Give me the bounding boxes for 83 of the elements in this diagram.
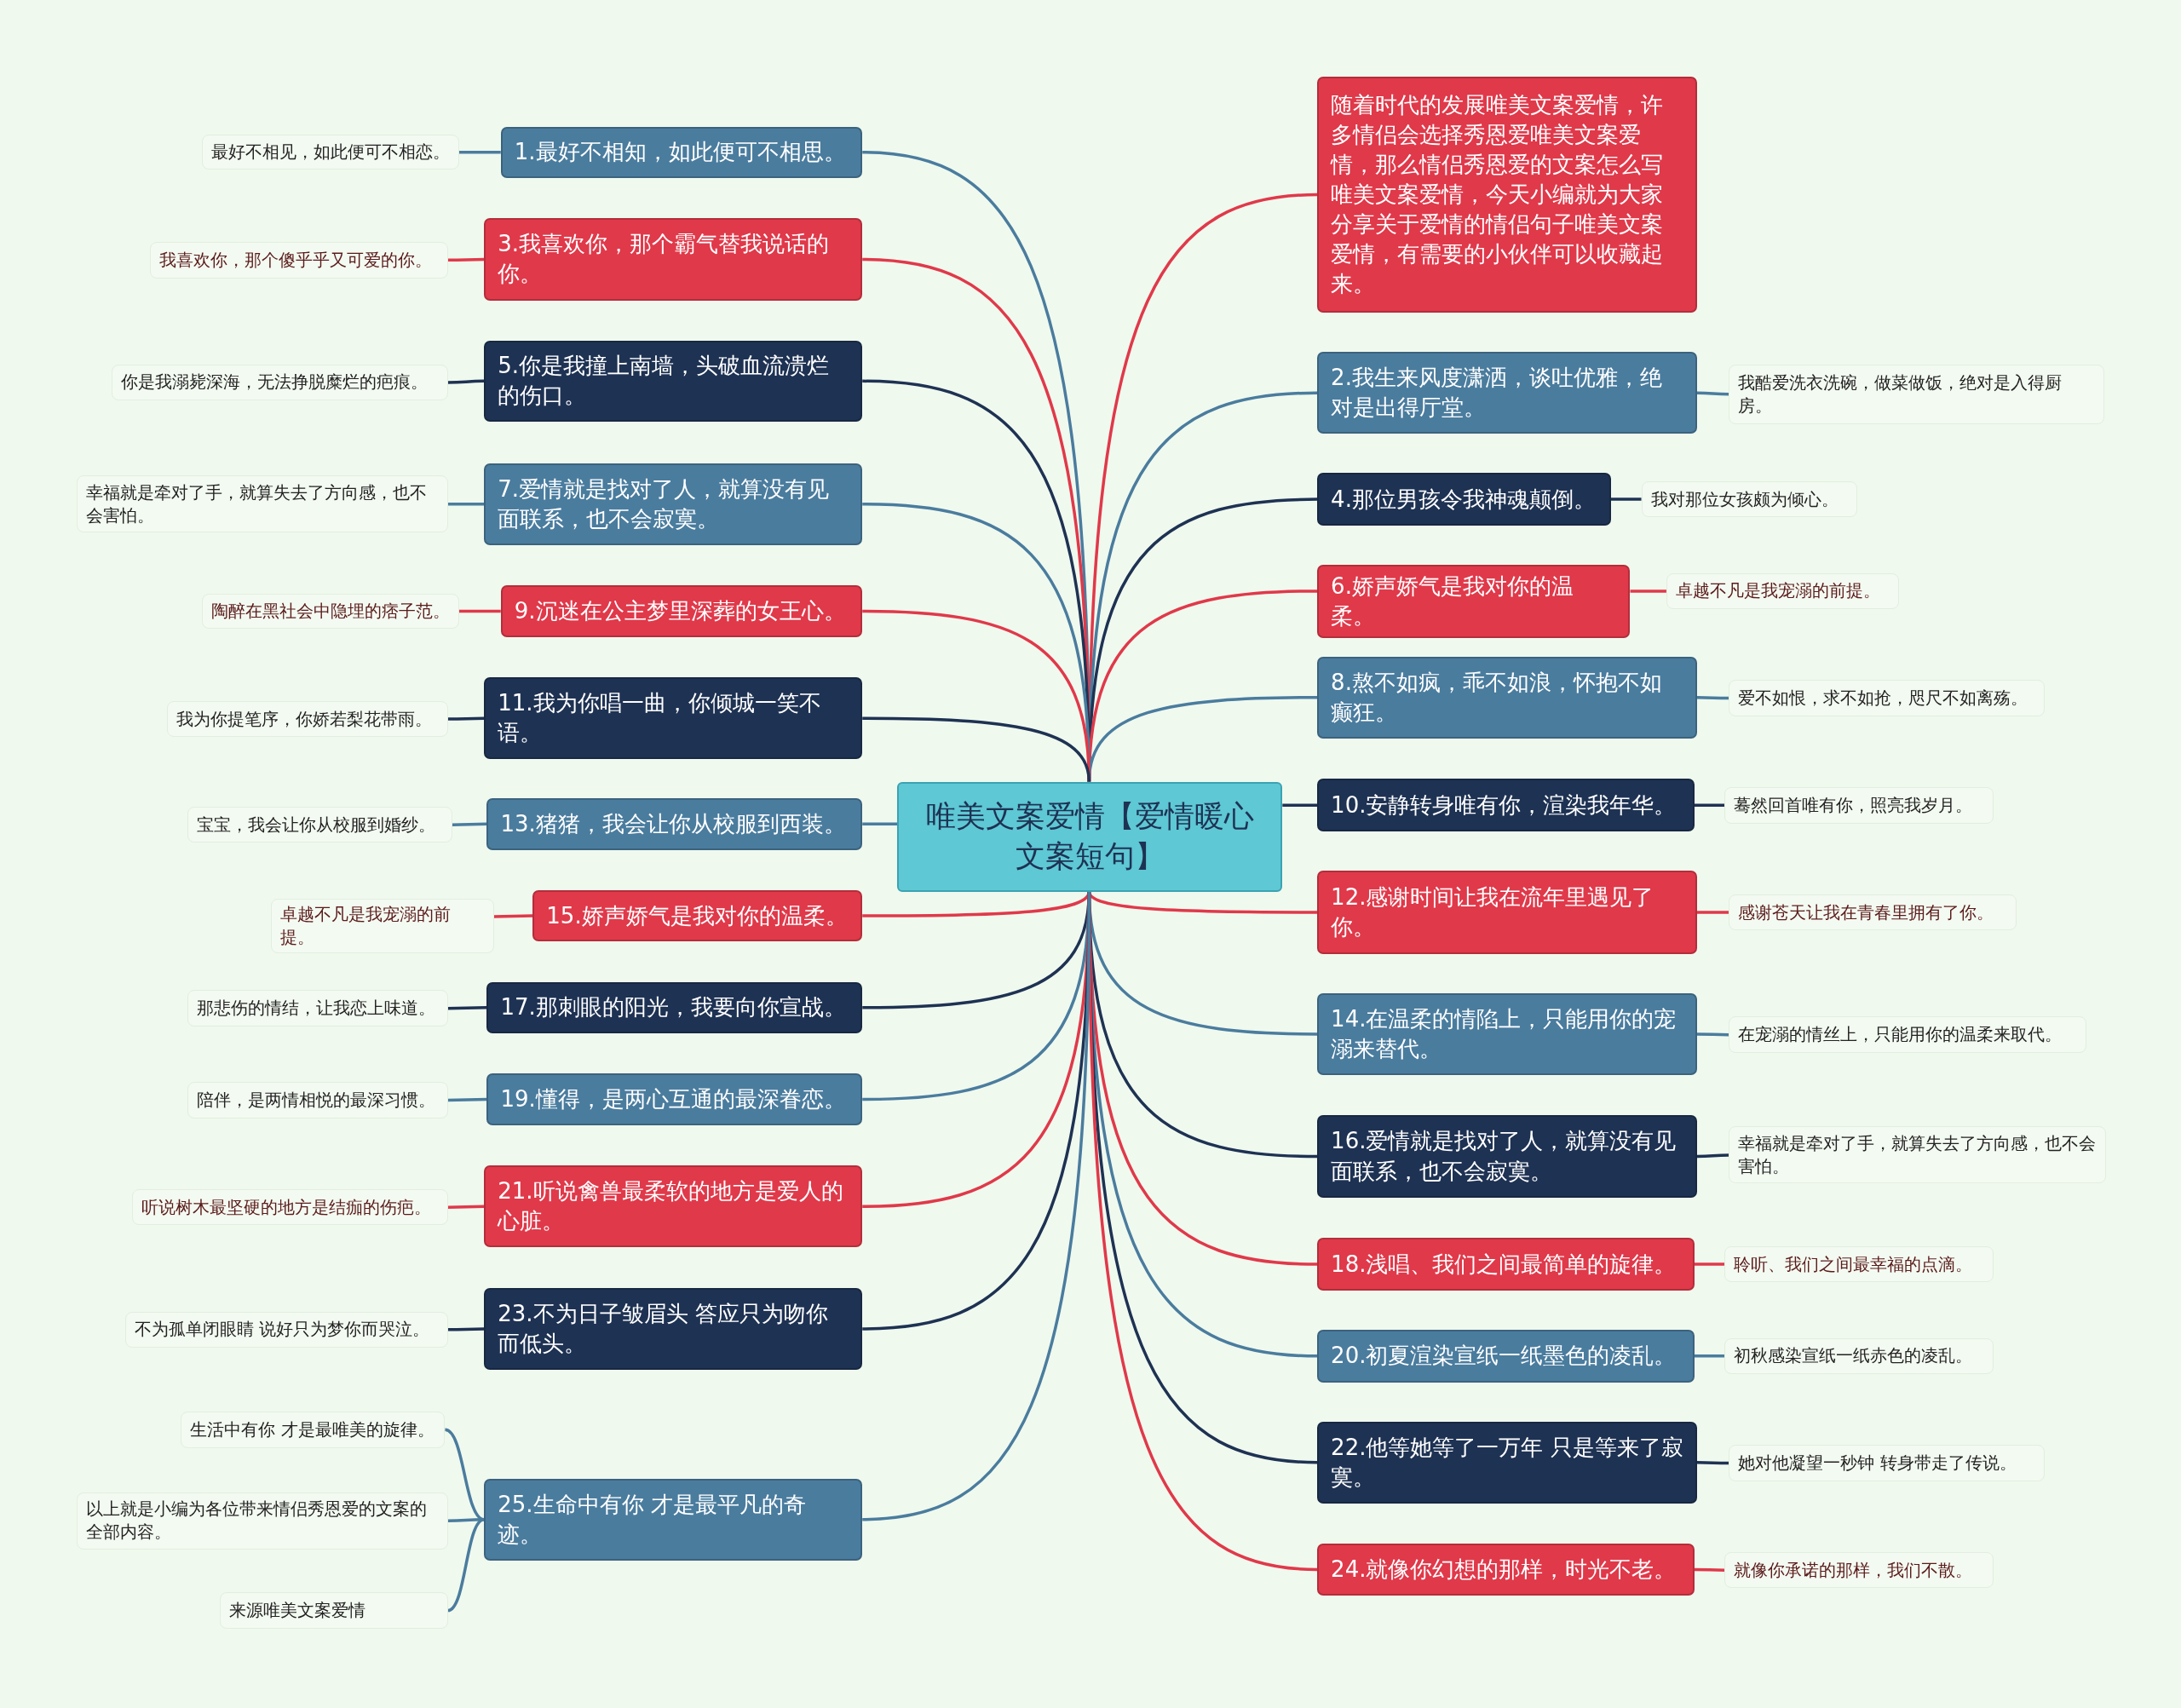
topic-box: 5.你是我撞上南墙，头破血流溃烂的伤口。 [484, 341, 863, 422]
note-box: 就像你承诺的那样，我们不散。 [1724, 1552, 1994, 1589]
note-box: 幸福就是牵对了手，就算失去了方向感，也不会害怕。 [76, 475, 448, 533]
connector [1694, 1567, 1725, 1572]
connector [447, 257, 485, 262]
topic-box: 1.最好不相知，如此便可不相思。 [500, 126, 863, 178]
connector [1696, 911, 1729, 914]
topic-box: 8.熬不如疯，乖不如浪，怀抱不如癫狂。 [1317, 656, 1697, 739]
topic-box: 11.我为你唱一曲，你倾城一笑不语。 [484, 677, 863, 760]
note-box: 陶醉在黑社会中隐埋的痞子范。 [201, 594, 459, 629]
topic-box: 2.我生来风度潇洒，谈吐优雅，绝对是出得厅堂。 [1317, 352, 1697, 434]
topic-box: 7.爱情就是找对了人，就算没有见面联系，也不会寂寞。 [484, 463, 863, 545]
note-box: 我喜欢你，那个傻乎乎又可爱的你。 [150, 242, 448, 279]
connector [1630, 589, 1666, 593]
topic-box: 21.听说禽兽最柔软的地方是爱人的心脏。 [484, 1165, 863, 1248]
note-box: 陪伴，是两情相悦的最深习惯。 [187, 1082, 448, 1119]
note-box: 以上就是小编为各位带来情侣秀恩爱的文案的全部内容。 [76, 1492, 448, 1550]
topic-box: 22.他等她等了一万年 只是等来了寂寞。 [1317, 1421, 1697, 1504]
topic-box: 6.娇声娇气是我对你的温柔。 [1317, 564, 1631, 639]
note-box: 生活中有你 才是最唯美的旋律。 [181, 1412, 446, 1448]
note-box: 初秋感染宣纸一纸赤色的凌乱。 [1724, 1337, 1994, 1375]
connector [1694, 1262, 1725, 1266]
note-box: 在宠溺的情丝上，只能用你的温柔来取代。 [1729, 1016, 2086, 1053]
connector [1694, 803, 1725, 808]
note-box: 我对那位女孩颇为倾心。 [1641, 480, 1857, 518]
topic-box: 24.就像你幻想的那样，时光不老。 [1317, 1544, 1695, 1596]
note-box: 那悲伤的情结，让我恋上味道。 [187, 990, 448, 1027]
connector [862, 716, 1091, 782]
topic-box: 10.安静转身唯有你，渲染我年华。 [1317, 779, 1695, 832]
connector [447, 379, 485, 384]
note-box: 你是我溺毙深海，无法挣脱糜烂的疤痕。 [111, 364, 448, 401]
note-box: 聆听、我们之间最幸福的点滴。 [1724, 1245, 1994, 1283]
connector [447, 1006, 487, 1010]
topic-box: 3.我喜欢你，那个霸气替我说话的你。 [484, 218, 863, 301]
connector [447, 716, 485, 721]
note-box: 卓越不凡是我宠溺的前提。 [1666, 572, 1899, 610]
connector [862, 822, 898, 826]
topic-box: 12.感谢时间让我在流年里遇见了你。 [1317, 871, 1697, 954]
topic-box: 18.浅唱、我们之间最简单的旋律。 [1317, 1238, 1695, 1291]
connector [458, 609, 501, 613]
connector [862, 891, 1091, 1521]
note-box: 听说树木最坚硬的地方是结痂的伤疤。 [132, 1188, 448, 1226]
note-box: 我酷爱洗衣洗碗，做菜做饭，绝对是入得厨房。 [1729, 364, 2105, 424]
note-box: 卓越不凡是我宠溺的前提。 [271, 898, 494, 953]
topic-box: 9.沉迷在公主梦里深葬的女王心。 [500, 585, 863, 637]
connector [458, 151, 501, 154]
note-box: 不为孤单闭眼睛 说好只为梦你而哭泣。 [124, 1311, 448, 1348]
connector [1610, 497, 1642, 501]
connector [447, 1327, 485, 1331]
connector [1696, 1153, 1729, 1159]
topic-box: 16.爱情就是找对了人，就算没有见面联系，也不会寂寞。 [1317, 1115, 1697, 1198]
topic-box: 20.初夏渲染宣纸一纸墨色的凌乱。 [1317, 1329, 1695, 1383]
topic-box: 19.懂得，是两心互通的最深眷恋。 [486, 1073, 863, 1125]
connector [447, 1205, 485, 1209]
topic-box: 13.猪猪，我会让你从校服到西装。 [486, 798, 863, 850]
note-box: 我为你提笔序，你娇若梨花带雨。 [166, 700, 448, 738]
topic-box: 14.在温柔的情陷上，只能用你的宠溺来替代。 [1317, 992, 1697, 1075]
note-box: 幸福就是牵对了手，就算失去了方向感，也不会害怕。 [1729, 1126, 2106, 1184]
topic-box: 4.那位男孩令我神魂颠倒。 [1317, 473, 1611, 526]
topic-box: 17.那刺眼的阳光，我要向你宣战。 [486, 981, 863, 1034]
note-box: 来源唯美文案爱情 [219, 1592, 448, 1629]
note-box: 爱不如恨，求不如抢，咫尺不如离殇。 [1729, 680, 2045, 716]
connector [447, 503, 485, 506]
note-box: 宝宝，我会让你从校服到婚纱。 [187, 806, 452, 843]
connector [1282, 803, 1318, 808]
intro-box: 随着时代的发展唯美文案爱情，许多情侣会选择秀恩爱唯美文案爱情，那么情侣秀恩爱的文案怎么写唯美文案爱情，今天小编就为大家分享关于爱情的情侣句子唯美文案爱情，有需要的小伙伴可以收藏起来。 [1317, 76, 1697, 313]
connector [452, 822, 487, 826]
topic-box: 23.不为日子皱眉头 答应只为吻你而低头。 [484, 1287, 863, 1371]
topic-box: 25.生命中有你 才是最平凡的奇迹。 [484, 1478, 863, 1561]
connector [1696, 1032, 1729, 1037]
note-box: 蓦然回首唯有你，照亮我岁月。 [1724, 787, 1994, 824]
note-box: 感谢苍天让我在青春里拥有了你。 [1729, 894, 2017, 931]
connector [1696, 696, 1729, 700]
central-topic-box: 唯美文案爱情【爱情暖心文案短句】 [897, 781, 1283, 892]
connector [1696, 391, 1729, 396]
connector [1694, 1354, 1725, 1358]
connector [1696, 1461, 1729, 1465]
connector [447, 1518, 485, 1613]
connector [447, 1097, 487, 1102]
connector [493, 914, 533, 918]
note-box: 最好不相见，如此便可不相恋。 [201, 135, 459, 170]
note-box: 她对他凝望一秒钟 转身带走了传说。 [1729, 1445, 2045, 1481]
topic-box: 15.娇声娇气是我对你的温柔。 [532, 889, 863, 942]
